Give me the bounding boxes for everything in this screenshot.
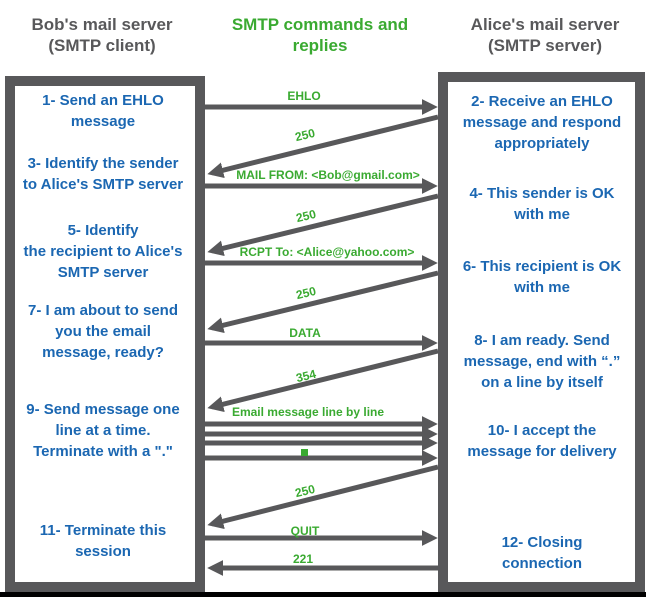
arrow-354 (207, 348, 439, 413)
server-box (438, 72, 645, 592)
server-step-12: 12- Closing connection (501, 534, 583, 572)
client-step-3: 3- Identify the sender to Alice's SMTP s… (22, 155, 184, 193)
client-step-5: 5- Identify the recipient to Alice's SMT… (23, 222, 183, 281)
client-step-7: 7- I am about to send you the email mess… (27, 302, 178, 361)
server-step-10: 10- I accept the message for delivery (467, 422, 617, 460)
label-250-1: 250 (293, 125, 317, 145)
client-step-1: 1- Send an EHLO message (42, 92, 164, 130)
client-header: Bob's mail server (SMTP client) (31, 15, 173, 55)
server-step-2: 2- Receive an EHLO message and respond a… (462, 93, 622, 152)
server-header: Alice's mail server (SMTP server) (470, 15, 620, 55)
label-mail-from: MAIL FROM: <Bob@gmail.com> (236, 168, 420, 182)
terminator-dot-icon (301, 449, 308, 456)
label-250-3: 250 (294, 283, 318, 303)
label-221: 221 (292, 552, 314, 566)
commands-header: SMTP commands and replies (231, 15, 409, 55)
client-box (5, 76, 205, 592)
label-quit: QUIT (290, 524, 320, 538)
label-data: DATA (289, 326, 321, 340)
label-email-message: Email message line by line (231, 405, 385, 419)
label-354: 354 (294, 366, 318, 386)
label-250-4: 250 (293, 481, 317, 501)
client-step-9: 9- Send message one line at a time. Term… (26, 401, 180, 460)
label-250-2: 250 (294, 206, 318, 226)
server-step-4: 4- This sender is OK with me (469, 185, 615, 223)
client-step-11: 11- Terminate this session (39, 522, 167, 560)
arrow-250-1 (207, 114, 439, 179)
server-step-6: 6- This recipient is OK with me (462, 258, 622, 296)
server-step-8: 8- I am ready. Send message, end with “.… (463, 332, 621, 391)
arrow-250-4 (207, 464, 439, 530)
label-ehlo: EHLO (287, 89, 321, 103)
arrow-250-3 (207, 270, 439, 334)
arrow-250-2 (207, 193, 439, 257)
bottom-bar (0, 592, 646, 597)
label-rcpt-to: RCPT To: <Alice@yahoo.com> (239, 245, 415, 259)
